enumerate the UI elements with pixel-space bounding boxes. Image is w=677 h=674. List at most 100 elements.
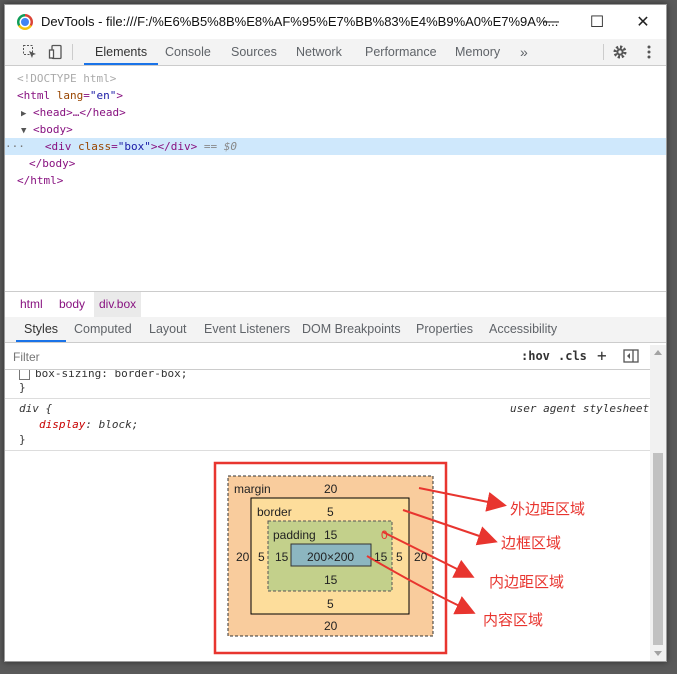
breadcrumb-div-box[interactable]: div.box <box>94 292 142 317</box>
devtools-window: DevTools - file:///F:/%E6%B5%8B%E8%AF%95… <box>4 4 667 662</box>
tab-elements[interactable]: Elements <box>84 39 159 65</box>
rule-divider <box>5 450 650 451</box>
toggle-sidebar-icon[interactable] <box>622 347 640 365</box>
dom-body-node[interactable]: ▼ <body> <box>5 121 666 138</box>
html-close-tag: </html> <box>17 174 64 187</box>
styles-pane: box-sizing: border-box; } div { user age… <box>5 370 650 660</box>
maximize-button[interactable]: ☐ <box>589 14 605 31</box>
ua-property-name: display <box>39 418 86 431</box>
padding-label: padding <box>273 528 316 542</box>
scroll-down-icon[interactable] <box>654 651 662 656</box>
styles-tabs-bar: Styles Computed Layout Event Listeners D… <box>5 317 666 343</box>
dom-div-node-selected[interactable]: ···<div class="box"></div> == $0 <box>5 138 666 155</box>
html-tag: <html <box>17 89 51 102</box>
hover-state-toggle[interactable]: :hov <box>521 349 550 363</box>
annotation-content: 内容区域 <box>483 611 544 629</box>
rule-divider <box>5 398 650 399</box>
new-style-rule-button[interactable]: + <box>597 346 607 365</box>
breadcrumb: html body div.box <box>5 291 666 318</box>
dom-html-node[interactable]: <html lang="en"> <box>5 87 666 104</box>
border-right-value[interactable]: 5 <box>396 550 403 564</box>
border-left-value[interactable]: 5 <box>258 550 265 564</box>
inspect-element-icon[interactable] <box>21 43 39 61</box>
selected-marker: == $0 <box>203 140 237 153</box>
kebab-menu-icon[interactable] <box>640 43 658 61</box>
toolbar-divider <box>72 44 73 60</box>
collapse-triangle-icon[interactable]: ▼ <box>21 126 27 136</box>
tab-styles[interactable]: Styles <box>16 317 67 342</box>
annotation-margin: 外边距区域 <box>510 500 586 518</box>
class-toggle[interactable]: .cls <box>558 349 587 363</box>
minimize-button[interactable]: — <box>543 13 559 30</box>
border-top-value[interactable]: 5 <box>327 505 334 519</box>
div-attr-value: "box" <box>117 140 151 153</box>
margin-top-value[interactable]: 20 <box>324 482 338 496</box>
styles-filter-bar: :hov .cls + <box>5 343 666 370</box>
html-attr-value: "en" <box>89 89 117 102</box>
styles-scrollbar[interactable] <box>650 345 666 661</box>
tab-dom-breakpoints[interactable]: DOM Breakpoints <box>302 322 401 336</box>
annotation-border: 边框区域 <box>501 534 562 552</box>
gear-icon[interactable] <box>611 43 629 61</box>
tab-layout[interactable]: Layout <box>149 322 187 336</box>
margin-right-value[interactable]: 20 <box>414 550 428 564</box>
device-toolbar-icon[interactable] <box>47 43 65 61</box>
tab-network[interactable]: Network <box>296 45 342 59</box>
padding-top-value[interactable]: 15 <box>324 528 338 542</box>
padding-right-edited-value[interactable]: 0 <box>381 528 388 542</box>
dom-html-close[interactable]: </html> <box>5 172 666 189</box>
styles-filter-input[interactable] <box>11 346 511 368</box>
tab-memory[interactable]: Memory <box>455 45 501 59</box>
title-bar: DevTools - file:///F:/%E6%B5%8B%E8%AF%95… <box>5 5 666 39</box>
html-attr-name: lang <box>56 89 84 102</box>
tab-performance[interactable]: Performance <box>365 45 437 59</box>
margin-label: margin <box>234 482 271 496</box>
scroll-up-icon[interactable] <box>654 350 662 355</box>
doctype-text: <!DOCTYPE html> <box>17 72 117 85</box>
dom-body-close[interactable]: </body> <box>5 155 666 172</box>
margin-arrow <box>418 487 507 512</box>
node-actions-icon[interactable]: ··· <box>5 140 25 153</box>
tab-properties[interactable]: Properties <box>416 322 473 336</box>
ua-declaration: display: block; <box>39 418 139 431</box>
body-tag: <body> <box>33 123 73 136</box>
dom-head-node[interactable]: ▶ <head>…</head> <box>5 104 666 121</box>
annotation-padding: 内边距区域 <box>489 573 565 591</box>
close-button[interactable]: ✕ <box>636 14 650 31</box>
chrome-logo-icon <box>17 14 33 30</box>
ua-stylesheet-source: user agent stylesheet <box>510 402 650 415</box>
more-tabs-button[interactable]: » <box>520 44 528 60</box>
content-arrow <box>366 555 476 615</box>
breadcrumb-html[interactable]: html <box>20 297 43 311</box>
head-tag: <head>…</head> <box>33 106 126 119</box>
toolbar-divider <box>603 44 604 60</box>
padding-right-value[interactable]: 15 <box>374 550 388 564</box>
dom-doctype[interactable]: <!DOCTYPE html> <box>5 70 666 87</box>
tab-sources[interactable]: Sources <box>231 45 277 59</box>
partial-declaration: box-sizing: border-box; <box>35 370 188 380</box>
padding-left-value[interactable]: 15 <box>275 550 289 564</box>
tab-computed[interactable]: Computed <box>74 322 132 336</box>
scrollbar-thumb[interactable] <box>653 453 663 645</box>
div-close-tag: ></div> <box>150 140 198 153</box>
highlight-frame <box>213 461 448 655</box>
property-checkbox[interactable] <box>19 370 30 380</box>
tab-event-listeners[interactable]: Event Listeners <box>204 322 291 336</box>
tab-accessibility[interactable]: Accessibility <box>489 322 558 336</box>
padding-bottom-value[interactable]: 15 <box>324 573 338 587</box>
border-bottom-value[interactable]: 5 <box>327 597 334 611</box>
tab-console[interactable]: Console <box>165 45 211 59</box>
padding-arrow <box>382 531 475 578</box>
ua-rule-selector: div { <box>19 402 53 415</box>
ua-rule-close-brace: } <box>19 433 26 446</box>
body-close-tag: </body> <box>29 157 76 170</box>
border-label: border <box>257 505 292 519</box>
elements-dom-tree: <!DOCTYPE html> <html lang="en"> ▶ <head… <box>5 66 666 291</box>
margin-left-value[interactable]: 20 <box>236 550 250 564</box>
box-model-diagram <box>213 461 507 655</box>
expand-triangle-icon[interactable]: ▶ <box>21 109 27 119</box>
margin-bottom-value[interactable]: 20 <box>324 619 338 633</box>
breadcrumb-body[interactable]: body <box>59 297 86 311</box>
content-box[interactable] <box>290 543 372 567</box>
content-size-value[interactable]: 200×200 <box>307 550 355 564</box>
